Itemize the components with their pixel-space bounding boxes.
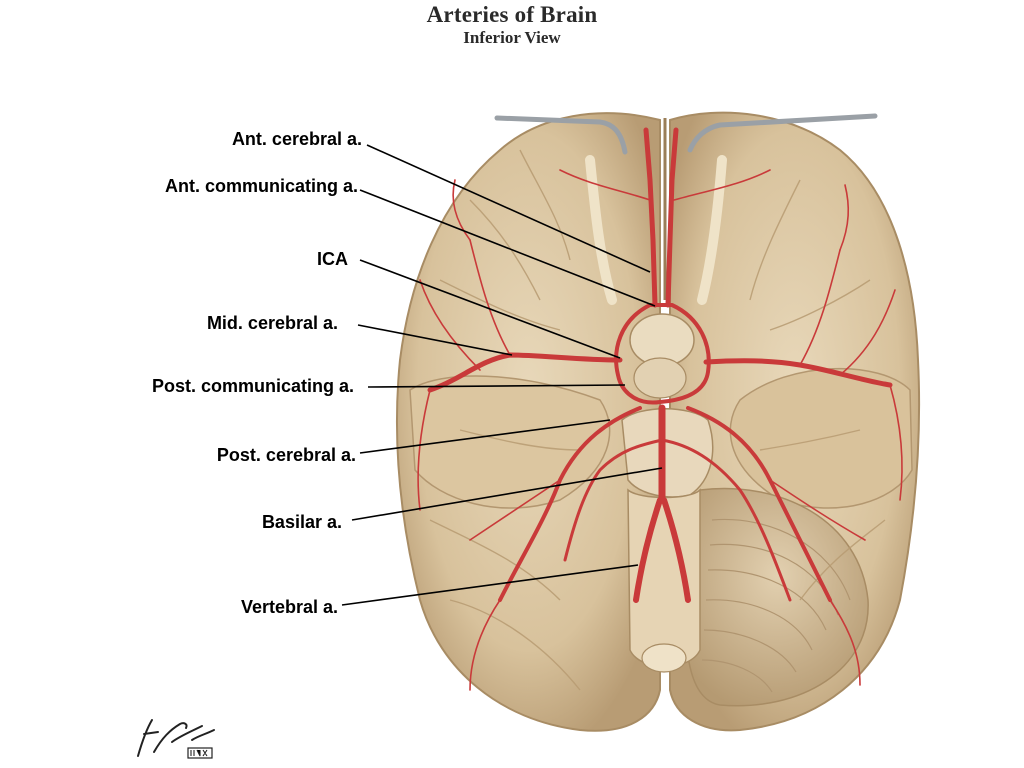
leader-post-communicating [367, 384, 626, 388]
vertebral-artery-right [661, 497, 691, 603]
leader-ant-communicating [359, 189, 656, 307]
leader-post-cerebral [359, 419, 611, 454]
right-olfactory-tract [697, 155, 727, 305]
cerebellar-branch-right [660, 438, 792, 602]
label-post-communicating: Post. communicating a. [151, 376, 354, 396]
circle-of-willis [614, 303, 711, 405]
leader-mid-cerebral [357, 324, 513, 356]
label-mid-cerebral: Mid. cerebral a. [206, 313, 338, 333]
gyri-sulci [429, 149, 886, 691]
medulla [627, 488, 701, 668]
leader-ant-cerebral [366, 144, 651, 273]
cerebellum [685, 487, 869, 707]
small-branches [417, 169, 903, 691]
label-basilar: Basilar a. [261, 512, 342, 532]
label-vertebral: Vertebral a. [240, 597, 338, 617]
label-ant-communicating: Ant. communicating a. [164, 176, 358, 196]
leader-lines [341, 144, 663, 606]
netter-signature [137, 719, 215, 759]
leader-vertebral [341, 564, 639, 606]
leader-ica [359, 259, 621, 359]
left-retractor [494, 115, 628, 155]
label-post-cerebral: Post. cerebral a. [216, 445, 356, 465]
brain-hemispheres [395, 111, 921, 732]
label-ica: ICA [317, 249, 348, 269]
label-ant-cerebral: Ant. cerebral a. [231, 129, 362, 149]
left-olfactory-tract [585, 155, 617, 305]
retractors [494, 113, 878, 155]
ant-cerebral-artery-left [643, 127, 658, 308]
page-subtitle: Inferior View [463, 28, 561, 47]
cerebellar-branch-left [563, 438, 664, 562]
vertebral-artery-left [633, 497, 663, 603]
right-retractor [687, 113, 878, 153]
page-title: Arteries of Brain [426, 2, 598, 27]
leader-basilar [351, 467, 663, 521]
mammillary-region [633, 357, 687, 399]
ant-cerebral-artery-right [665, 127, 679, 308]
spinal-cord-section [641, 643, 687, 673]
